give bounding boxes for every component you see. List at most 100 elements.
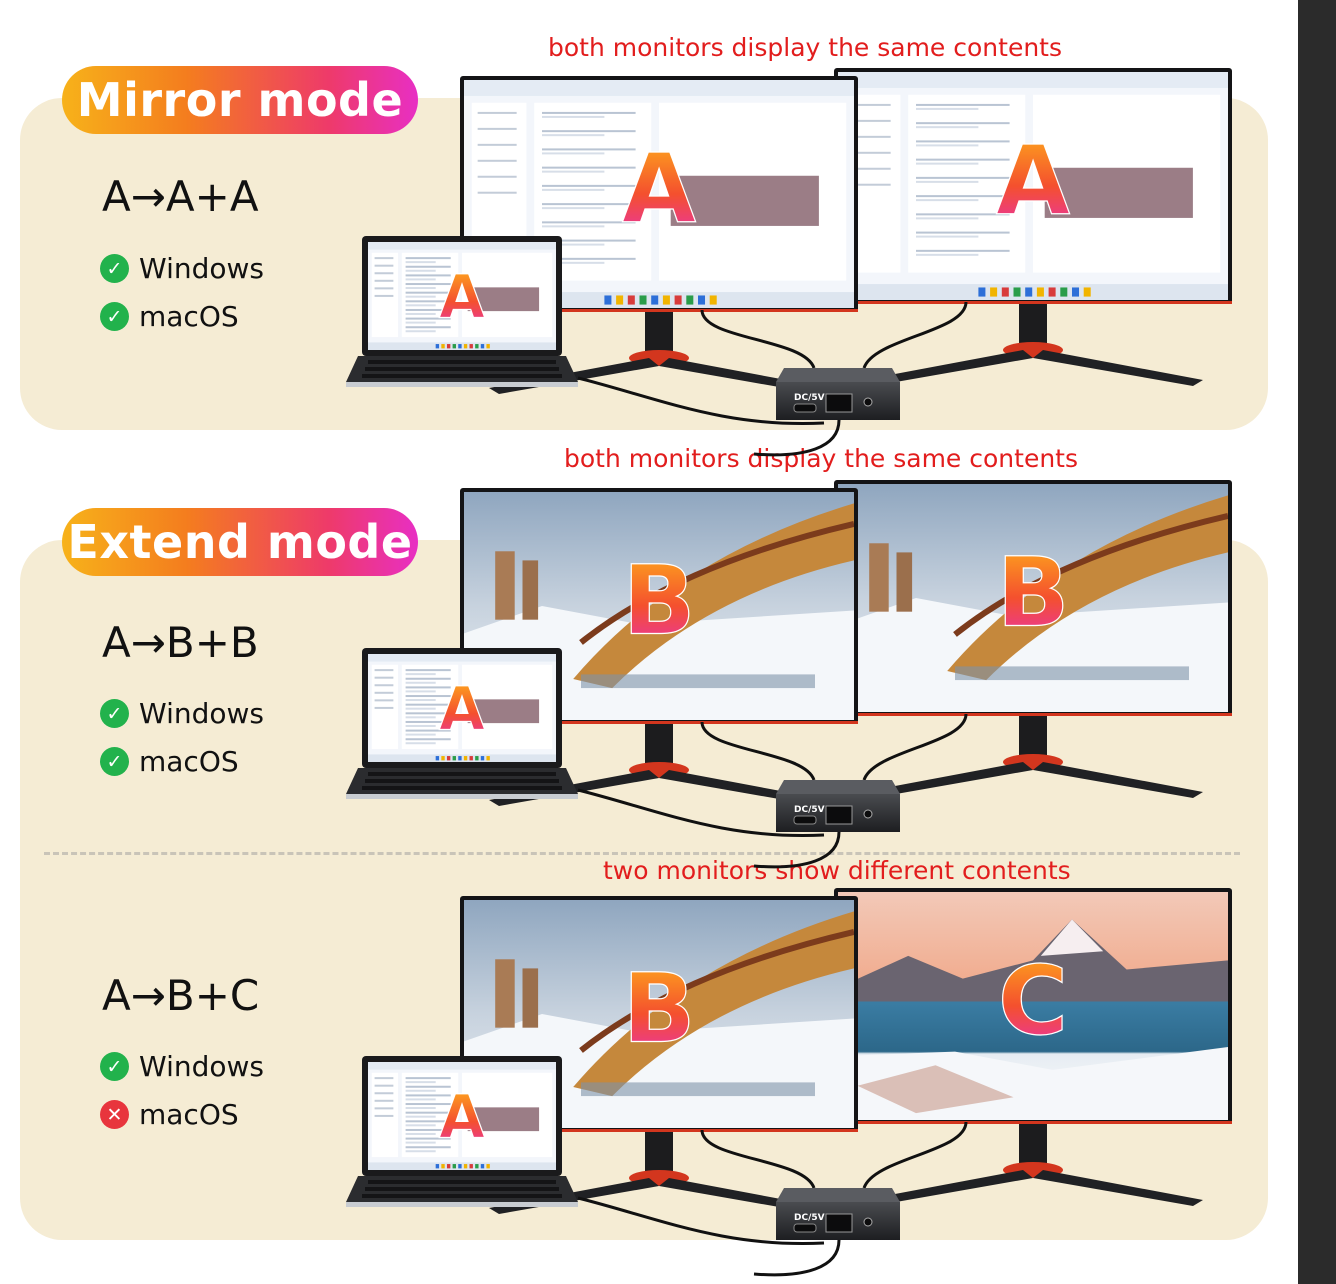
taskbar-icon xyxy=(458,1164,462,1169)
email-list-line xyxy=(405,742,436,745)
bridge-arch xyxy=(947,495,1228,681)
laptop: A xyxy=(346,1056,578,1207)
usb-c-port xyxy=(793,1223,817,1233)
keyboard-row xyxy=(365,367,559,371)
mirror-os-macos: ✓ macOS xyxy=(100,300,239,333)
mountain-range xyxy=(838,919,1228,1002)
email-list-line xyxy=(405,283,451,286)
taskbar-icon xyxy=(486,1164,490,1169)
monitor-stand-neck xyxy=(1019,712,1047,760)
cable xyxy=(700,1129,816,1189)
email-list-line xyxy=(405,729,451,732)
audio-jack xyxy=(863,809,873,819)
taskbar-icon xyxy=(651,295,659,305)
email-folder-line xyxy=(477,143,517,146)
os-label: Windows xyxy=(139,1050,264,1083)
monitor-right: B xyxy=(834,480,1232,798)
email-list-line xyxy=(405,312,436,315)
check-icon: ✓ xyxy=(100,747,129,776)
os-label: Windows xyxy=(139,697,264,730)
email-toolbar xyxy=(838,72,1228,88)
monitor-stand-leg xyxy=(1033,350,1203,386)
laptop: A xyxy=(346,236,578,387)
email-folder-line xyxy=(374,1084,394,1087)
dual-monitor-hub: DC/5V xyxy=(776,1188,900,1240)
taskbar-icon xyxy=(446,344,451,349)
email-folder-line xyxy=(374,272,394,275)
email-image-block xyxy=(467,699,540,724)
taskbar-icon xyxy=(435,344,440,349)
taskbar-icon xyxy=(1013,287,1021,297)
email-folder-line xyxy=(477,159,517,162)
email-list-line xyxy=(405,1132,436,1135)
frozen-water xyxy=(581,1082,815,1097)
email-list-line xyxy=(405,1111,451,1114)
email-list-line xyxy=(405,1077,451,1080)
cables xyxy=(577,1121,968,1277)
hub-top xyxy=(776,780,900,794)
taskbar-icon xyxy=(441,1164,445,1169)
taskbar-icon xyxy=(441,756,445,761)
cable xyxy=(753,1239,841,1277)
email-list-line xyxy=(405,681,436,684)
email-folder-line xyxy=(374,287,394,290)
email-list-line xyxy=(542,239,636,242)
email-list-line xyxy=(405,720,451,723)
usb-port xyxy=(825,805,853,825)
taskbar-icon xyxy=(463,756,468,761)
hub-port-label: DC/5V xyxy=(794,1213,825,1223)
laptop-base-edge xyxy=(346,382,578,387)
email-list-line xyxy=(405,699,436,702)
taskbar-icon xyxy=(475,1164,479,1169)
os-label: Windows xyxy=(139,252,264,285)
check-icon: ✓ xyxy=(100,1052,129,1081)
taskbar-icon xyxy=(452,1164,456,1169)
email-list-line xyxy=(405,291,451,294)
email-list-line xyxy=(542,188,605,191)
email-list-line xyxy=(405,669,451,672)
snow-ground xyxy=(838,598,1228,712)
taskbar-icon xyxy=(469,756,473,761)
taskbar-icon xyxy=(475,344,479,349)
email-list-line xyxy=(405,1150,436,1153)
hub-top xyxy=(776,1188,900,1202)
dashed-divider xyxy=(44,852,1240,855)
email-folder-line xyxy=(374,1114,394,1117)
email-image-block xyxy=(670,175,819,226)
email-list-line xyxy=(542,115,605,118)
taskbar-icon xyxy=(446,1164,451,1169)
taskbar-icon xyxy=(480,344,485,349)
email-list-line xyxy=(542,203,636,206)
keyboard-row xyxy=(362,786,562,790)
email-list-line xyxy=(542,152,605,155)
taskbar-icon xyxy=(1048,287,1056,297)
email-list-line xyxy=(405,304,436,307)
keyboard-row xyxy=(362,1194,562,1198)
email-toolbar xyxy=(368,654,556,662)
email-folder-line xyxy=(851,151,891,154)
taskbar xyxy=(368,754,556,762)
extend-os-macos: ✓ macOS xyxy=(100,745,239,778)
monitor-stand-leg xyxy=(1033,1170,1203,1206)
email-list-line xyxy=(405,1107,436,1110)
email-list-line xyxy=(916,144,979,147)
email-list-line xyxy=(405,695,451,698)
taskbar-icon xyxy=(452,756,456,761)
email-list-line xyxy=(405,716,436,719)
monitor-stand-leg xyxy=(863,350,1033,386)
email-list-line xyxy=(405,1120,451,1123)
email-list-line xyxy=(405,1094,451,1097)
email-list-line xyxy=(916,107,979,110)
email-list-line xyxy=(916,162,979,165)
taskbar-icon xyxy=(475,756,479,761)
mirror-formula: A→A+A xyxy=(102,172,259,221)
screen-letter: A xyxy=(439,264,485,333)
email-image-block xyxy=(467,1107,540,1132)
email-folder-line xyxy=(477,175,517,178)
email-list-line xyxy=(405,308,451,311)
email-image-block xyxy=(1044,167,1193,218)
email-folder-line xyxy=(374,684,394,687)
email-list-line xyxy=(542,111,636,114)
